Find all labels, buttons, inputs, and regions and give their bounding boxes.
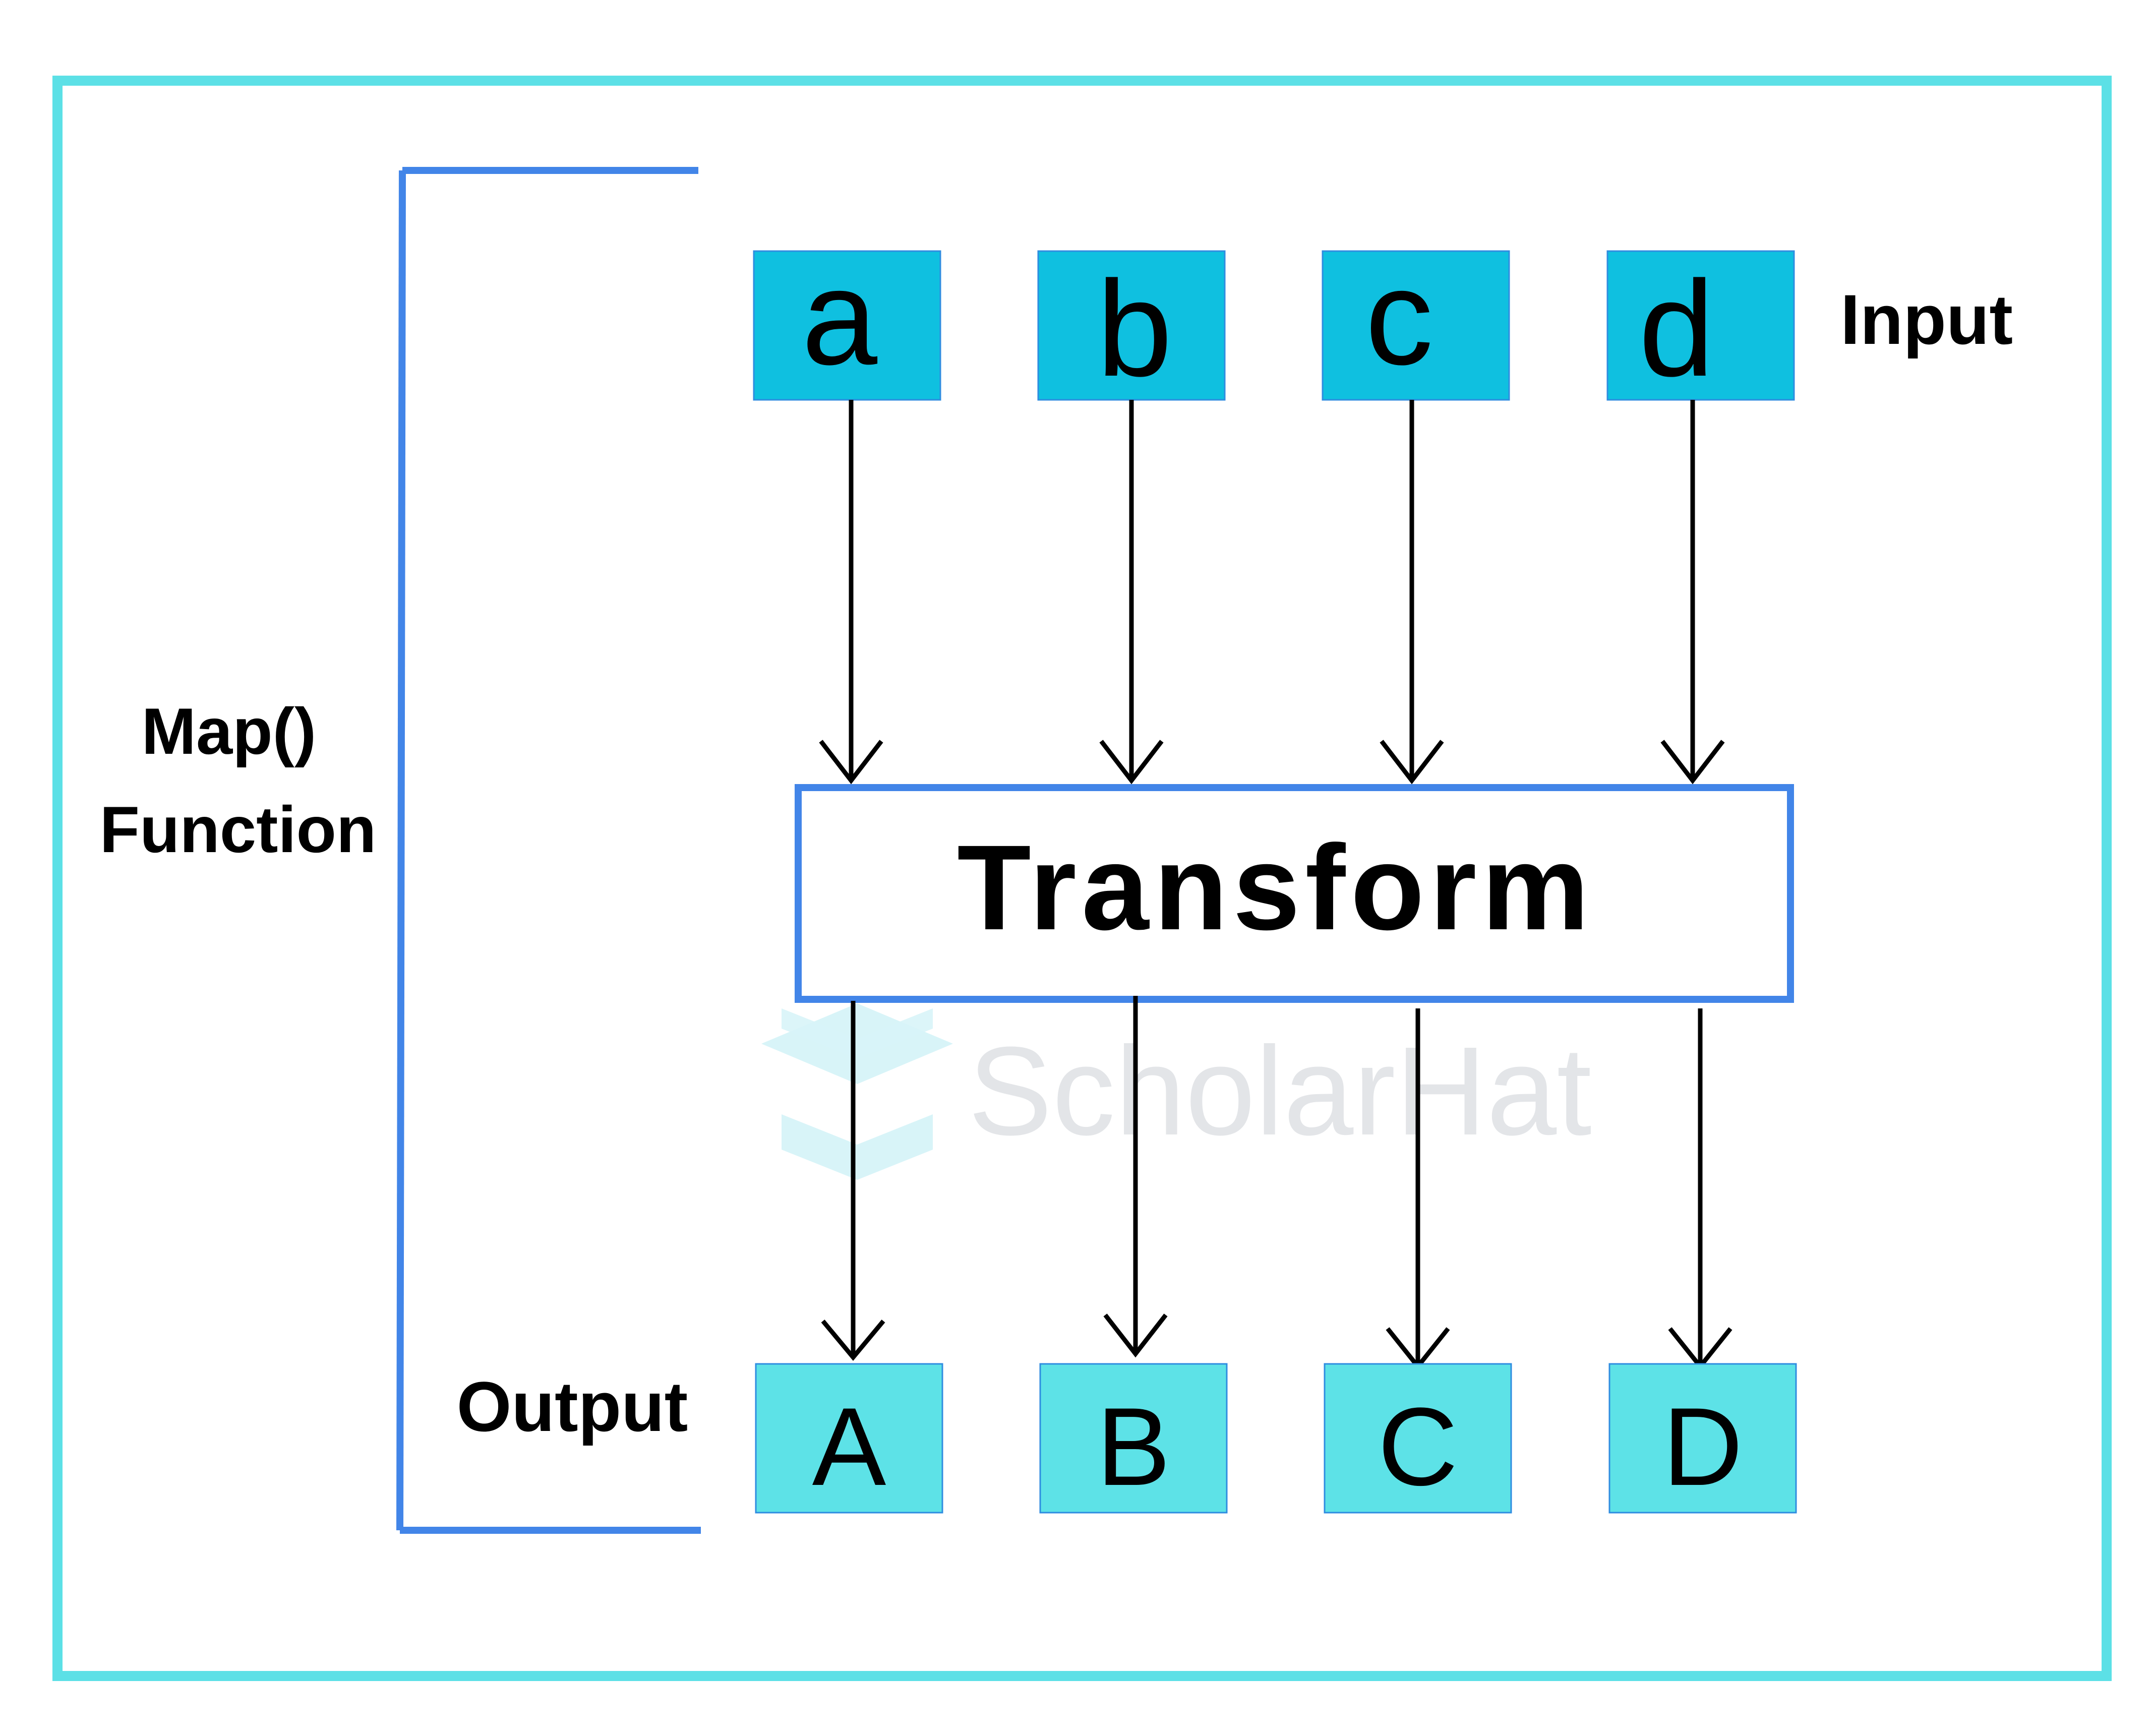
function-label: Map() Function: [100, 694, 377, 866]
transform-label: Transform: [957, 820, 1594, 955]
output-box-b: B: [1039, 1363, 1228, 1514]
output-letter: A: [812, 1385, 886, 1509]
input-box-a: a: [753, 242, 941, 401]
arrow-down-icon: [1103, 996, 1168, 1358]
output-box-d: D: [1608, 1363, 1797, 1514]
function-label-line2: Function: [100, 793, 377, 866]
function-label-line1: Map(): [142, 694, 317, 768]
arrow-down-icon: [821, 1001, 885, 1361]
output-letter: B: [1097, 1385, 1171, 1509]
transform-box: Transform: [795, 784, 1794, 1003]
input-box-b: b: [1037, 250, 1226, 405]
output-letter: C: [1378, 1385, 1458, 1509]
output-box-a: A: [755, 1363, 943, 1514]
input-letter: d: [1639, 253, 1714, 405]
arrow-down-icon: [1099, 400, 1164, 785]
input-label: Input: [1840, 280, 2013, 359]
scholarhat-logo-icon: [761, 1003, 953, 1180]
output-label: Output: [457, 1367, 688, 1446]
input-box-c: c: [1322, 242, 1510, 401]
map-function-bracket: [396, 167, 701, 1534]
watermark-text: ScholarHat: [968, 1021, 1592, 1161]
arrow-down-icon: [1660, 400, 1725, 785]
input-box-d: d: [1606, 250, 1795, 405]
input-letter: b: [1097, 253, 1172, 405]
arrow-down-icon: [1668, 1008, 1732, 1370]
input-letter: a: [802, 242, 878, 393]
arrow-down-icon: [819, 400, 883, 785]
outer-frame: [52, 76, 2112, 1681]
input-arrows: [819, 400, 1725, 785]
arrow-down-icon: [1380, 400, 1444, 785]
output-letter: D: [1663, 1385, 1743, 1509]
output-box-c: C: [1324, 1363, 1512, 1514]
watermark: ScholarHat: [761, 1003, 1592, 1180]
input-letter: c: [1365, 242, 1433, 393]
